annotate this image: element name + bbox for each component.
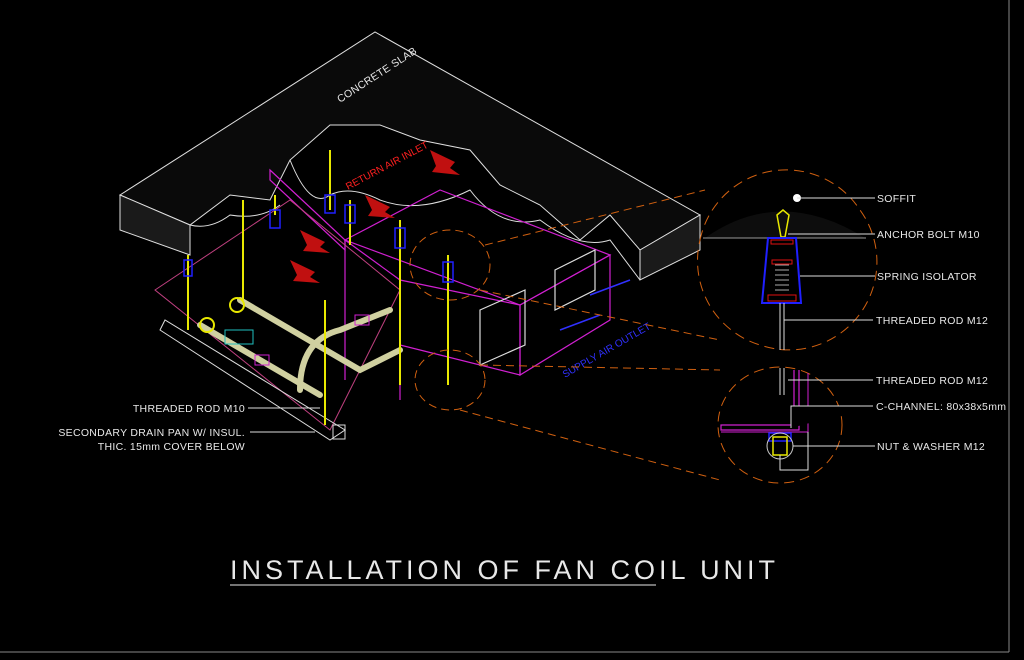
piping xyxy=(197,297,403,398)
threaded-rod-m10-label: THREADED ROD M10 xyxy=(133,403,245,415)
return-air-inlet-label: RETURN AIR INLET xyxy=(344,140,430,193)
airflow-arrows xyxy=(290,150,460,283)
soffit-label: SOFFIT xyxy=(877,193,916,205)
drain-pan-label-line2: THIC. 15mm COVER BELOW xyxy=(98,441,245,453)
supply-air-arrows xyxy=(559,279,631,331)
nut-washer-label: NUT & WASHER M12 xyxy=(877,441,985,453)
supply-air-outlet-label: SUPPLY AIR OUTLET xyxy=(561,321,653,380)
c-channel-label: C-CHANNEL: 80x38x5mm xyxy=(876,401,1006,413)
concrete-slab xyxy=(118,31,702,281)
detail-callouts xyxy=(409,189,721,481)
threaded-rod-lower-label: THREADED ROD M12 xyxy=(876,375,988,387)
spring-hangers xyxy=(183,194,454,283)
drawing-title: INSTALLATION OF FAN COIL UNIT xyxy=(230,555,779,585)
detail-leaders xyxy=(784,197,875,447)
hanger-detail xyxy=(697,169,878,484)
spring-isolator-label: SPRING ISOLATOR xyxy=(877,271,977,283)
anchor-bolt-label: ANCHOR BOLT M10 xyxy=(877,229,980,241)
valves xyxy=(199,297,370,366)
drain-pan-label-line1: SECONDARY DRAIN PAN W/ INSUL. xyxy=(58,427,245,439)
threaded-rod-upper-label: THREADED ROD M12 xyxy=(876,315,988,327)
